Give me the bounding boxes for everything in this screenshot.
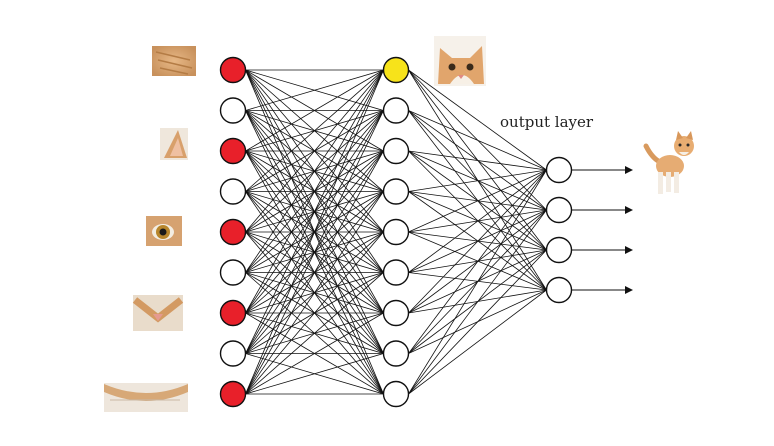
output-node-3 bbox=[545, 276, 573, 304]
output-node-2 bbox=[545, 236, 573, 264]
network-nodes bbox=[219, 56, 573, 408]
output-arrows bbox=[571, 166, 633, 294]
input-node-5 bbox=[219, 259, 247, 286]
edge-input-8-to-hidden-4 bbox=[245, 231, 384, 395]
input-node-7 bbox=[219, 340, 247, 367]
hidden-node-1 bbox=[382, 97, 410, 124]
edge-hidden-0-to-output-0 bbox=[408, 69, 547, 171]
hidden-node-4 bbox=[382, 218, 410, 246]
hidden-node-8 bbox=[382, 380, 410, 408]
edge-hidden-8-to-output-0 bbox=[408, 169, 547, 395]
cat-ear-image bbox=[160, 128, 188, 160]
edge-input-2-to-hidden-0 bbox=[245, 69, 384, 152]
edge-input-3-to-hidden-0 bbox=[245, 69, 384, 192]
full-cat-image bbox=[643, 131, 694, 194]
edge-hidden-2-to-output-0 bbox=[408, 150, 547, 171]
edge-input-6-to-hidden-0 bbox=[245, 69, 384, 314]
fur-patch-image bbox=[152, 46, 196, 76]
output-layer-label: output layer bbox=[500, 113, 594, 131]
edge-hidden-5-to-output-0 bbox=[408, 169, 547, 273]
input-node-3 bbox=[219, 178, 247, 205]
edge-input-1-to-hidden-0 bbox=[245, 69, 384, 111]
edge-hidden-3-to-output-0 bbox=[408, 169, 547, 192]
edge-hidden-8-to-output-2 bbox=[408, 249, 547, 395]
edge-input-4-to-hidden-0 bbox=[245, 69, 384, 233]
edge-input-8-to-hidden-0 bbox=[245, 69, 384, 395]
edge-hidden-7-to-output-0 bbox=[408, 169, 547, 354]
edge-hidden-1-to-output-0 bbox=[408, 110, 547, 171]
edge-hidden-8-to-output-3 bbox=[408, 289, 547, 395]
edge-input-7-to-hidden-0 bbox=[245, 69, 384, 354]
hidden-node-5 bbox=[382, 259, 410, 286]
input-node-4-active bbox=[219, 218, 247, 246]
cat-eye-image bbox=[146, 216, 182, 246]
edge-input-8-to-hidden-7 bbox=[245, 353, 384, 395]
edge-hidden-6-to-output-0 bbox=[408, 169, 547, 314]
output-node-0 bbox=[545, 156, 573, 184]
cat-nose-image bbox=[132, 295, 184, 331]
input-node-2-active bbox=[219, 137, 247, 165]
input-node-6-active bbox=[219, 299, 247, 327]
output-node-1 bbox=[545, 196, 573, 224]
cat-face-image bbox=[434, 36, 486, 86]
edge-input-8-to-hidden-6 bbox=[245, 312, 384, 395]
input-node-8-active bbox=[219, 380, 247, 408]
edge-input-8-to-hidden-5 bbox=[245, 272, 384, 395]
hidden-node-3 bbox=[382, 178, 410, 205]
input-node-1 bbox=[219, 97, 247, 124]
edge-hidden-8-to-output-1 bbox=[408, 209, 547, 395]
edge-input-8-to-hidden-1 bbox=[245, 110, 384, 395]
hidden-node-6 bbox=[382, 299, 410, 327]
input-node-0-active bbox=[219, 56, 247, 84]
connection-edges bbox=[245, 69, 547, 395]
edge-input-8-to-hidden-3 bbox=[245, 191, 384, 395]
hidden-node-0-active bbox=[382, 56, 410, 84]
cat-chin-image bbox=[104, 383, 188, 412]
edge-input-8-to-hidden-2 bbox=[245, 150, 384, 395]
edge-hidden-4-to-output-0 bbox=[408, 169, 547, 233]
edge-input-5-to-hidden-0 bbox=[245, 69, 384, 273]
hidden-node-2 bbox=[382, 137, 410, 165]
hidden-node-7 bbox=[382, 340, 410, 367]
